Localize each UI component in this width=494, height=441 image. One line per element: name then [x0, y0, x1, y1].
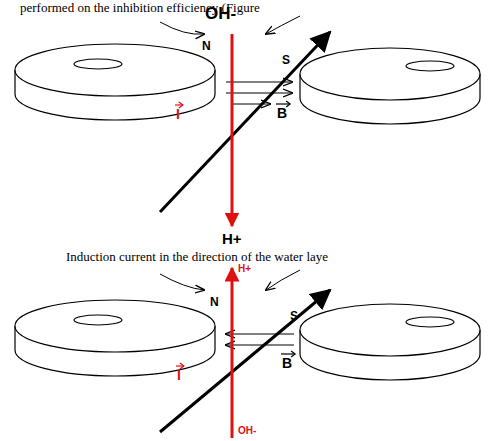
field-lines [226, 82, 292, 104]
ion-label: H+ [238, 264, 251, 274]
vector-label: B [277, 106, 287, 120]
ion-label: OH- [238, 426, 256, 436]
magnet-left [15, 44, 215, 120]
vector-label: I [176, 107, 180, 121]
rotation-arrow [266, 16, 300, 34]
ion-label: H+ [222, 231, 242, 246]
rotation-arrow [160, 22, 204, 34]
wire-vector [160, 290, 330, 432]
ion-label: OH- [205, 5, 236, 22]
pole-label: S [290, 310, 298, 322]
vector-label: I [177, 368, 181, 382]
magnet-right [300, 304, 480, 380]
caption-text: Induction current in the direction of th… [66, 250, 328, 263]
current-arrow [231, 34, 234, 226]
magnet-right [300, 48, 480, 124]
wire-vector [160, 32, 330, 212]
vector-label: B [282, 356, 292, 370]
current-arrow [231, 268, 234, 438]
pole-label: N [202, 40, 211, 52]
field-lines [226, 334, 294, 345]
pole-label: N [210, 296, 219, 308]
rotation-arrow [266, 270, 300, 290]
pole-label: S [282, 54, 290, 66]
magnet-left [15, 300, 215, 376]
rotation-arrow [160, 274, 204, 290]
